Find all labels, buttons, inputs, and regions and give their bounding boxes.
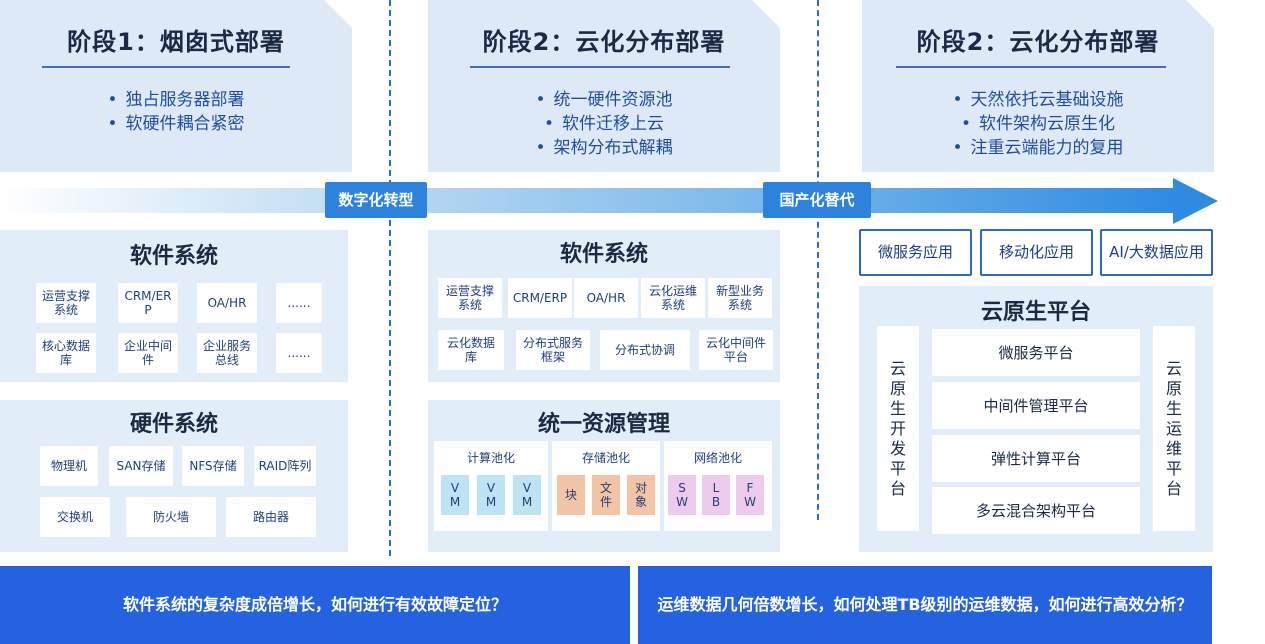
separator-2 <box>817 0 819 520</box>
software-item: 企业中间件 <box>118 333 178 373</box>
stage-1-panel: 阶段1：烟囱式部署 独占服务器部署 软硬件耦合紧密 <box>0 0 352 172</box>
pool-label: 网络池化 <box>693 451 742 465</box>
divider <box>470 66 730 68</box>
ops-platform-column: 云原生运维平台 <box>1153 326 1195 531</box>
software-item: OA/HR <box>197 283 257 323</box>
storage-chip: 块 <box>557 475 585 515</box>
stage-2-bullets: 统一硬件资源池 软件迁移上云 架构分布式解耦 <box>428 88 780 160</box>
transition-tag-localization: 国产化替代 <box>763 182 871 218</box>
software-item: 分布式协调 <box>600 330 690 370</box>
software-item: 运营支撑系统 <box>438 278 502 318</box>
platform-layer: 弹性计算平台 <box>932 435 1140 482</box>
dev-platform-column: 云原生开发平台 <box>877 326 919 531</box>
app-ai-bigdata: AI/大数据应用 <box>1100 229 1213 276</box>
network-chip: SW <box>668 475 696 515</box>
software-item: 核心数据库 <box>36 333 96 373</box>
question-bar-1: 软件系统的复杂度成倍增长，如何进行有效故障定位？ <box>0 566 630 644</box>
network-pool: 网络池化 SW LB FW <box>664 441 772 531</box>
bullet: 天然依托云基础设施 <box>862 88 1214 112</box>
separator-1 <box>389 0 391 556</box>
hardware-item: NFS存储 <box>182 446 244 486</box>
stage-2-panel: 阶段2：云化分布部署 统一硬件资源池 软件迁移上云 架构分布式解耦 <box>428 0 780 172</box>
vm-chip: VM <box>513 475 541 515</box>
bullet: 注重云端能力的复用 <box>862 136 1214 160</box>
stage-1-bullets: 独占服务器部署 软硬件耦合紧密 <box>0 88 352 136</box>
hardware-item: SAN存储 <box>109 446 173 486</box>
app-mobile: 移动化应用 <box>980 229 1093 276</box>
hardware-item: 防火墙 <box>126 497 216 537</box>
hardware-item: 交换机 <box>40 497 110 537</box>
stage-3-title: 阶段2：云化分布部署 <box>916 28 1160 56</box>
hardware-item: 物理机 <box>40 446 98 486</box>
software-item: 云化中间件平台 <box>699 330 773 370</box>
stage-3-panel: 阶段2：云化分布部署 天然依托云基础设施 软件架构云原生化 注重云端能力的复用 <box>862 0 1214 172</box>
platform-layer: 多云混合架构平台 <box>932 487 1140 534</box>
bullet: 独占服务器部署 <box>0 88 352 112</box>
software-item: CRM/ERP <box>508 278 572 318</box>
bullet: 软件架构云原生化 <box>862 112 1214 136</box>
panel-title: 硬件系统 <box>129 412 218 437</box>
stage-1-title: 阶段1：烟囱式部署 <box>67 28 285 56</box>
vm-chip: VM <box>441 475 469 515</box>
network-chip: FW <box>736 475 764 515</box>
panel-title: 云原生平台 <box>980 300 1091 325</box>
software-item: 云化数据库 <box>438 330 504 370</box>
progress-arrow <box>0 188 1175 213</box>
software-item: CRM/ERP <box>118 283 178 323</box>
software-item: 分布式服务框架 <box>516 330 590 370</box>
bullet: 软硬件耦合紧密 <box>0 112 352 136</box>
stage-3-bullets: 天然依托云基础设施 软件架构云原生化 注重云端能力的复用 <box>862 88 1214 160</box>
bullet: 软件迁移上云 <box>428 112 780 136</box>
software-item: 运营支撑系统 <box>36 283 96 323</box>
panel-title: 统一资源管理 <box>537 412 670 437</box>
hardware-item: RAID阵列 <box>254 446 316 486</box>
app-microservice: 微服务应用 <box>859 229 972 276</box>
storage-pool: 存储池化 块 文件 对象 <box>552 441 660 531</box>
storage-chip: 对象 <box>627 475 655 515</box>
stage-2-title: 阶段2：云化分布部署 <box>482 28 726 56</box>
platform-layer: 中间件管理平台 <box>932 382 1140 429</box>
panel-title: 软件系统 <box>129 244 218 269</box>
pool-label: 存储池化 <box>581 451 630 465</box>
pool-label: 计算池化 <box>466 451 515 465</box>
software-item: 云化运维系统 <box>641 278 705 318</box>
software-item: ...... <box>276 333 322 373</box>
software-item: ...... <box>276 283 322 323</box>
software-item: 新型业务系统 <box>708 278 772 318</box>
bullet: 架构分布式解耦 <box>428 136 780 160</box>
question-bar-2: 运维数据几何倍数增长，如何处理TB级别的运维数据，如何进行高效分析？ <box>638 566 1212 644</box>
hardware-item: 路由器 <box>226 497 316 537</box>
arrow-head-icon <box>1173 178 1218 224</box>
network-chip: LB <box>702 475 730 515</box>
panel-title: 软件系统 <box>559 242 648 267</box>
software-item: 企业服务总线 <box>197 333 257 373</box>
vm-chip: VM <box>477 475 505 515</box>
storage-chip: 文件 <box>592 475 620 515</box>
transition-tag-digital: 数字化转型 <box>325 182 427 218</box>
software-item: OA/HR <box>574 278 638 318</box>
platform-layer: 微服务平台 <box>932 329 1140 376</box>
bullet: 统一硬件资源池 <box>428 88 780 112</box>
compute-pool: 计算池化 VM VM VM <box>434 441 548 531</box>
divider <box>42 66 290 68</box>
divider <box>896 66 1166 68</box>
